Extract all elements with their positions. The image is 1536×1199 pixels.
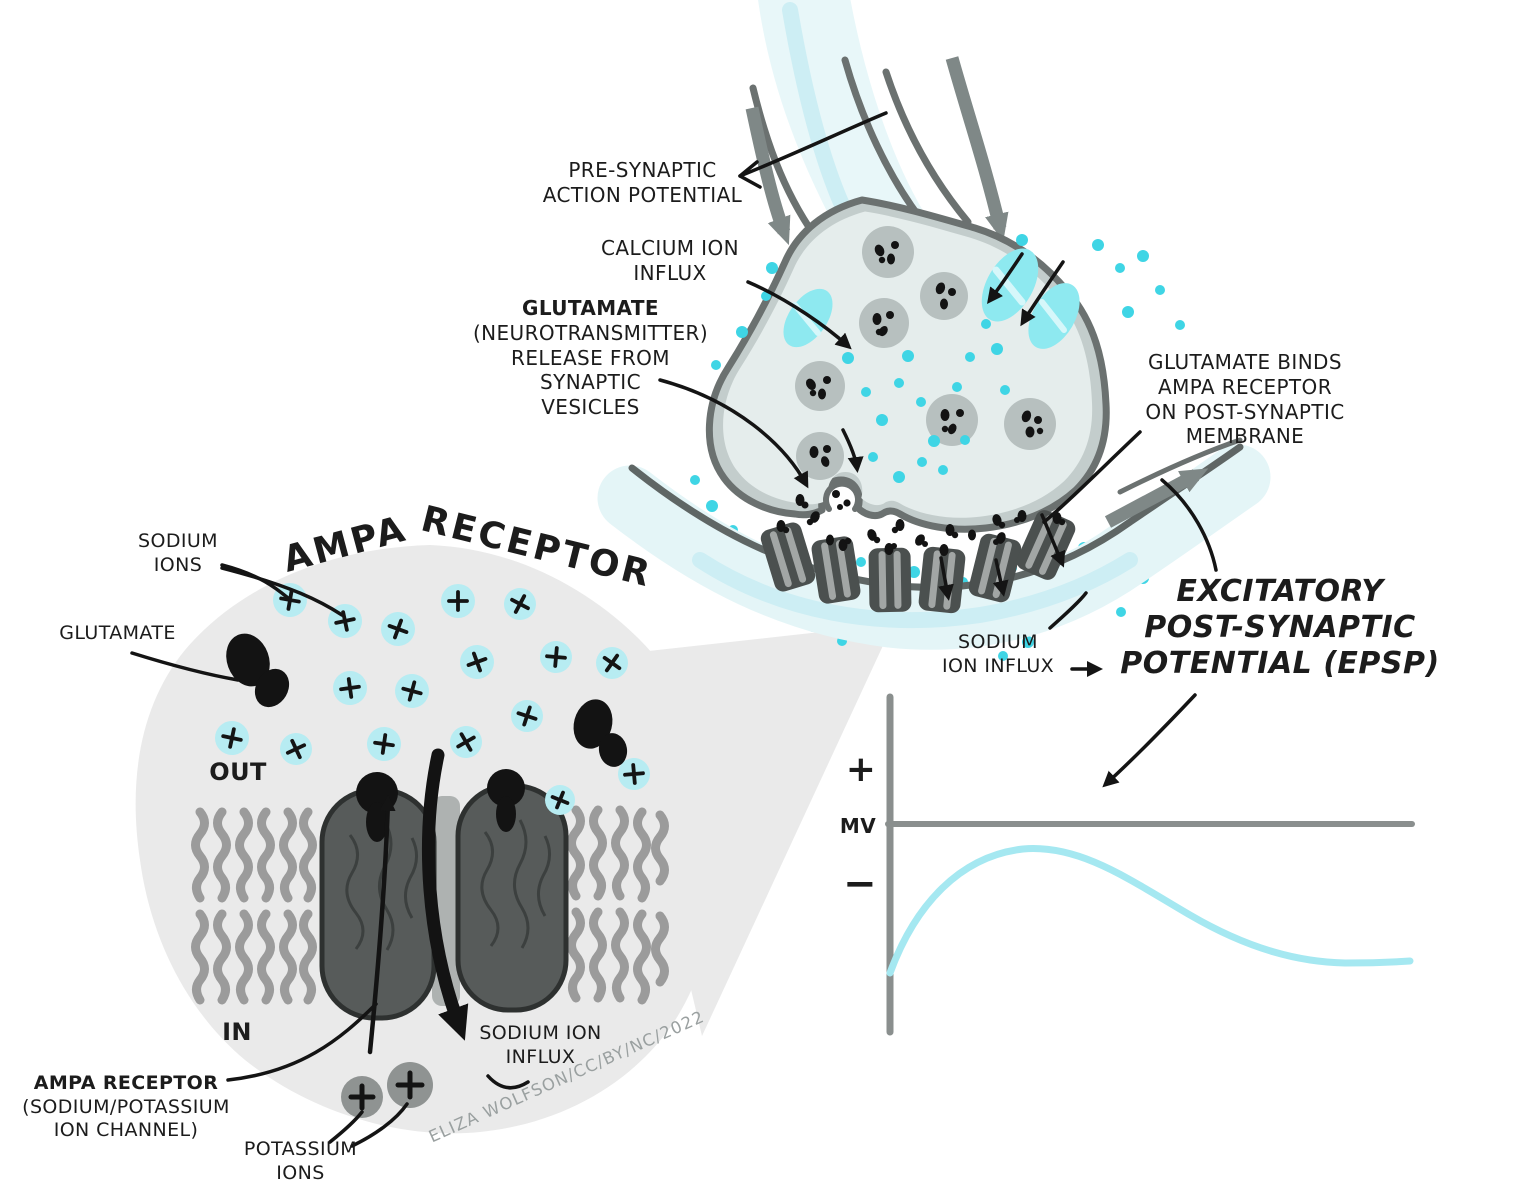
ampa-receptor-channel-label: AMPA RECEPTOR (SODIUM/POTASSIUM ION CHAN… <box>22 1072 230 1142</box>
fusing-vesicle <box>823 480 861 512</box>
ampa-receptor-title: AMPA RECEPTOR <box>278 498 657 596</box>
presynaptic-axon <box>745 0 1009 247</box>
calcium-ion-influx-label: CALCIUM ION INFLUX <box>601 236 739 285</box>
potassium-ions-label: POTASSIUM IONS <box>243 1138 358 1184</box>
potassium-ions <box>341 1062 433 1118</box>
calcium-influx-arrow <box>987 252 1024 305</box>
graph-minus-label: − <box>843 861 877 907</box>
ampa-zoom-contents <box>130 563 669 1148</box>
glutamate-binds-label: GLUTAMATE BINDS AMPA RECEPTOR ON POST-SY… <box>1145 350 1345 449</box>
sodium-ions-label: SODIUM IONS <box>138 530 218 576</box>
glutamate-release-label: GLUTAMATE (NEUROTRANSMITTER) RELEASE FRO… <box>472 296 709 420</box>
action-potential-arrow-right <box>945 56 1009 242</box>
graph-plus-label: + <box>845 749 877 790</box>
epsp-pointer-arrow <box>1102 693 1197 788</box>
graph-mv-label: MV <box>839 814 877 838</box>
potassium-efflux-arrow <box>367 795 396 1055</box>
sodium-influx-big-arrow <box>421 748 469 1041</box>
action-potential-arrow-left <box>745 106 791 246</box>
glutamate-label: GLUTAMATE <box>59 622 176 644</box>
depolarization-arrow <box>1104 468 1209 528</box>
calcium-influx-arrow <box>1020 260 1065 327</box>
synaptic-vesicles <box>795 226 1056 480</box>
annotation-leaders <box>658 111 1218 677</box>
in-label: IN <box>222 1018 252 1046</box>
sodium-ion-influx-right-label: SODIUM ION INFLUX <box>941 631 1055 677</box>
ampa-channel <box>319 769 569 1021</box>
free-glutamate <box>226 633 628 767</box>
zoom-label-leaders <box>130 563 530 1148</box>
synaptic-terminal <box>705 196 1110 533</box>
sodium-ion-influx-left-label: SODIUM ION INFLUX <box>479 1022 602 1068</box>
postsynaptic-membrane <box>597 437 1271 650</box>
lipid-bilayer <box>191 805 669 1005</box>
epsp-graph <box>885 693 1415 1036</box>
out-label: OUT <box>209 758 267 786</box>
calcium-channels <box>783 248 1080 349</box>
epsp-title: EXCITATORY POST-SYNAPTIC POTENTIAL (EPSP… <box>1120 574 1440 681</box>
pre-synaptic-action-potential-label: PRE-SYNAPTIC ACTION POTENTIAL <box>542 158 743 207</box>
epsp-curve <box>886 845 1414 977</box>
